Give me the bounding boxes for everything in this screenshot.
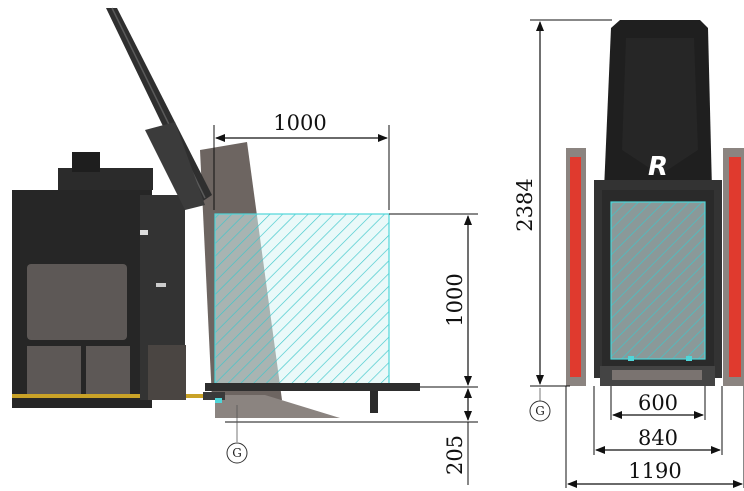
front-seat-envelope xyxy=(610,201,706,360)
side-base-platform xyxy=(205,383,420,391)
side-monitor-arm xyxy=(145,122,205,210)
side-lower-panel-right xyxy=(86,346,130,396)
side-lower-panel-left xyxy=(27,346,81,396)
side-base-slope xyxy=(215,395,340,418)
front-inner-label: 600 xyxy=(638,391,678,415)
side-width-label: 1000 xyxy=(273,111,326,135)
front-view: R 2384 600 840 1190 xyxy=(513,19,744,488)
side-top-mount xyxy=(58,168,153,190)
front-right-pillar-light xyxy=(729,157,741,377)
front-ground-marker-label: G xyxy=(535,404,545,418)
front-height-label: 2384 xyxy=(513,178,537,231)
side-frame-column-inner xyxy=(148,345,186,400)
side-ground-marker xyxy=(226,442,248,464)
front-logo: R xyxy=(648,152,668,182)
side-seat-envelope xyxy=(214,213,390,388)
side-view: 1000 1000 205 G xyxy=(12,7,478,485)
side-base-label: 205 xyxy=(443,435,467,475)
side-height-label: 1000 xyxy=(443,273,467,326)
side-yellow-strip xyxy=(12,394,212,398)
side-ground-marker-label: G xyxy=(232,446,242,460)
side-upper-panel xyxy=(27,264,127,340)
front-mid-label: 840 xyxy=(638,426,678,450)
side-joystick xyxy=(72,152,100,172)
front-outer-label: 1190 xyxy=(628,459,681,483)
front-left-pillar-light xyxy=(570,157,581,377)
